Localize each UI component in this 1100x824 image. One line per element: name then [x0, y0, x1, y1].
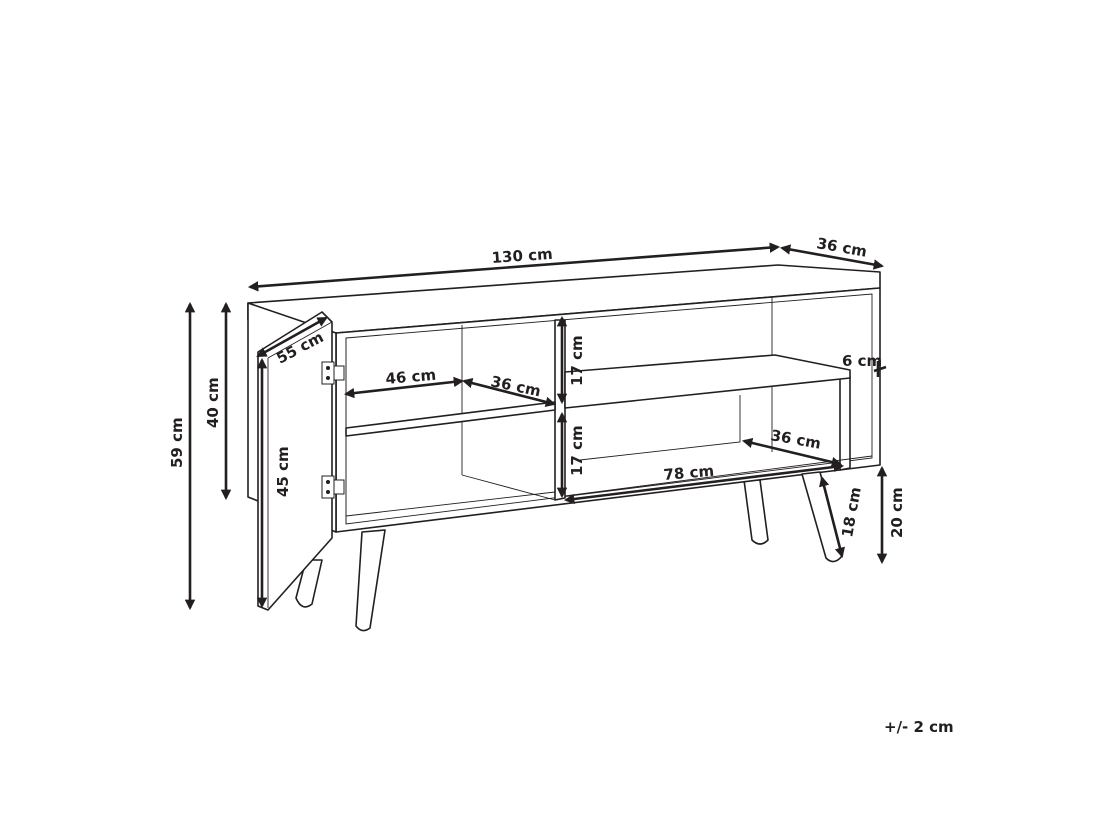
arrow-36cm-shelf: [461, 378, 557, 407]
hinge-upper: [321, 361, 345, 385]
center-divider: [554, 319, 566, 501]
arrow-6cm-tick: [873, 365, 887, 373]
label-17cm-lower: 17 cm: [568, 425, 586, 476]
lower-right-back: [579, 395, 741, 461]
label-46cm: 46 cm: [385, 366, 437, 388]
arrow-55cm: [256, 316, 328, 358]
arrow-18cm: [819, 475, 845, 559]
label-20cm: 20 cm: [888, 487, 906, 538]
back-right-leg: [743, 479, 769, 545]
hinge-lower: [321, 475, 345, 499]
lower-left-back: [461, 474, 556, 501]
label-45cm: 45 cm: [274, 446, 292, 497]
front-left-leg: [355, 529, 386, 632]
label-17cm-upper: 17 cm: [568, 335, 586, 386]
arrow-46cm: [343, 376, 465, 399]
label-36cm-top: 36 cm: [815, 234, 868, 261]
label-59cm: 59 cm: [168, 417, 186, 468]
label-6cm: 6 cm: [842, 352, 882, 370]
back-left-leg: [295, 559, 323, 608]
right-divider: [839, 376, 851, 471]
label-78cm: 78 cm: [663, 462, 715, 484]
arrow-36cm-lower: [741, 437, 843, 468]
label-18cm: 18 cm: [838, 486, 865, 539]
label-130cm: 130 cm: [491, 245, 553, 267]
label-40cm: 40 cm: [204, 377, 222, 428]
tolerance-note: +/- 2 cm: [884, 718, 954, 736]
arrow-36cm-top: [779, 244, 885, 270]
left-shelf: [345, 401, 556, 437]
arrow-130cm: [247, 242, 781, 292]
front-right-leg: [801, 471, 843, 563]
dimension-arrows: [184, 242, 888, 611]
arrow-78cm: [563, 461, 845, 505]
